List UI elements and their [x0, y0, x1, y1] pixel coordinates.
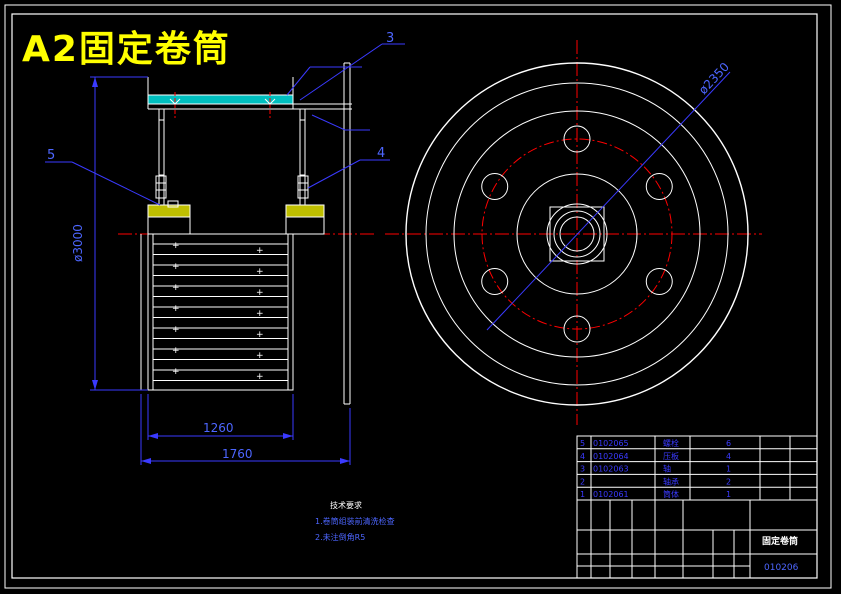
front-view: + + + + + + + + + + + + + +: [118, 62, 375, 405]
part-code: 0102063: [593, 465, 629, 474]
part-name: 轴承: [663, 476, 679, 486]
svg-text:+: +: [256, 246, 264, 256]
tech-heading: 技术要求: [330, 500, 362, 510]
inner-frame: [11, 13, 818, 579]
part-code: 0102065: [593, 439, 629, 448]
technical-requirements: 技术要求 1.卷筒组装前清洗检查 2.未注倒角R5: [315, 500, 395, 542]
svg-text:+: +: [172, 325, 180, 335]
svg-text:+: +: [172, 262, 180, 272]
parts-list: 5 0102065 螺栓 6 4 0102064 压板 4 3 0102063 轴 1 2 轴承 2 1 010…: [577, 436, 817, 501]
svg-text:+: +: [256, 309, 264, 319]
part-label-5: 5: [47, 148, 55, 163]
bolt-hole: [563, 315, 591, 343]
svg-text:+: +: [172, 367, 180, 377]
svg-text:+: +: [172, 304, 180, 314]
svg-text:+: +: [172, 241, 180, 251]
bolt-hole: [645, 173, 673, 200]
svg-text:+: +: [172, 346, 180, 356]
svg-text:+: +: [256, 351, 264, 361]
bolt-hole: [645, 268, 673, 295]
part-qty: 6: [726, 439, 731, 448]
part-code: 0102061: [593, 490, 629, 499]
side-view: ø2350: [385, 40, 762, 425]
part-name: 轴: [663, 464, 671, 474]
bolt-hole: [481, 173, 509, 200]
svg-text:+: +: [256, 288, 264, 298]
part-label-3: 3: [386, 31, 394, 46]
tech-line-1: 1.卷筒组装前清洗检查: [315, 516, 395, 526]
rope-grooves: + + + + + + + + + + + + + +: [153, 241, 288, 382]
part-no: 3: [580, 465, 585, 474]
part-no: 2: [580, 477, 585, 486]
svg-text:+: +: [256, 330, 264, 340]
svg-text:+: +: [256, 372, 264, 382]
part-name: 压板: [663, 451, 679, 461]
outer-frame: [4, 4, 832, 589]
part-name: 筒体: [663, 489, 679, 499]
part-code: 0102064: [593, 452, 629, 461]
drawing-title: A2固定卷筒: [22, 29, 231, 70]
inner-length-dimension: 1260: [203, 421, 234, 435]
part-qty: 1: [726, 490, 731, 499]
svg-text:+: +: [172, 283, 180, 293]
front-dimensions: ø3000 1260 1760 3 4 5: [45, 31, 405, 465]
part-qty: 2: [726, 477, 731, 486]
part-label-4: 4: [377, 146, 385, 161]
height-dimension: ø3000: [71, 224, 85, 262]
bolt-hole: [481, 268, 509, 295]
outer-length-dimension: 1760: [222, 447, 253, 461]
part-name: 螺栓: [663, 438, 679, 448]
bolt-hole: [563, 125, 591, 153]
part-no: 5: [580, 439, 585, 448]
part-qty: 4: [726, 452, 731, 461]
flange-dimension: ø2350: [696, 60, 732, 97]
title-block: 5 0102065 螺栓 6 4 0102064 压板 4 3 0102063 轴 1 2 轴承 2 1 010…: [576, 435, 818, 579]
part-qty: 1: [726, 465, 731, 474]
drawing-number: 010206: [764, 563, 799, 573]
tech-line-2: 2.未注倒角R5: [315, 532, 365, 542]
part-no: 1: [580, 490, 585, 499]
svg-text:+: +: [256, 267, 264, 277]
part-no: 4: [580, 452, 585, 461]
drawing-name: 固定卷筒: [762, 535, 798, 547]
flange-holes: [481, 125, 673, 343]
